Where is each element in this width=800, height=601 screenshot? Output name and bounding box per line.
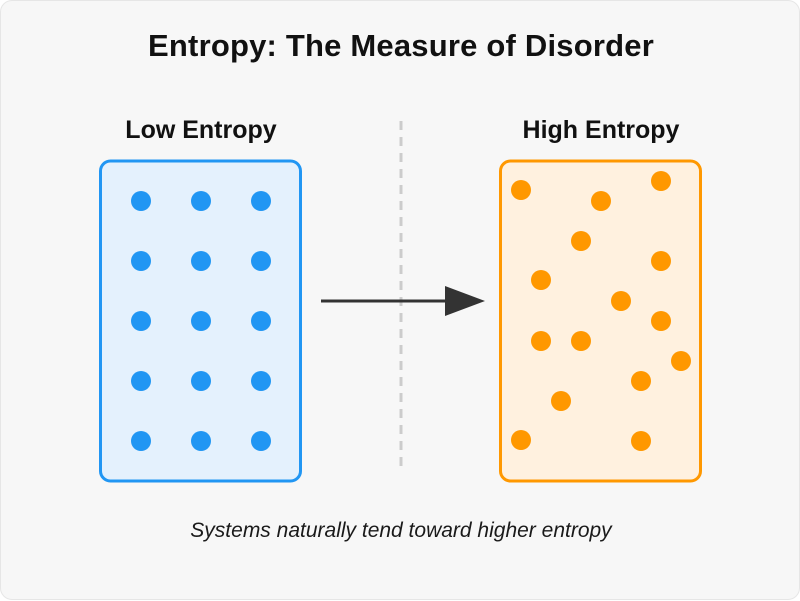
scattered-particle — [531, 270, 551, 290]
ordered-particle — [191, 251, 211, 271]
scattered-particle — [571, 231, 591, 251]
ordered-particle — [251, 371, 271, 391]
ordered-particle — [131, 311, 151, 331]
low-entropy-label: Low Entropy — [125, 116, 277, 144]
scattered-particle — [651, 171, 671, 191]
scattered-particle — [631, 431, 651, 451]
diagram-title: Entropy: The Measure of Disorder — [148, 28, 654, 63]
high-entropy-container — [499, 159, 702, 483]
ordered-particle — [131, 431, 151, 451]
scattered-particle — [631, 371, 651, 391]
scattered-particle — [651, 251, 671, 271]
scattered-particle — [531, 331, 551, 351]
ordered-particle — [131, 251, 151, 271]
arrow-head — [445, 286, 485, 316]
low-entropy-particles — [131, 191, 271, 451]
ordered-particle — [131, 191, 151, 211]
ordered-particle — [251, 251, 271, 271]
scattered-particle — [651, 311, 671, 331]
transition-arrow — [321, 286, 485, 316]
ordered-particle — [191, 371, 211, 391]
scattered-particle — [571, 331, 591, 351]
ordered-particle — [251, 311, 271, 331]
high-entropy-particles — [511, 171, 691, 451]
scattered-particle — [591, 191, 611, 211]
scattered-particle — [511, 430, 531, 450]
ordered-particle — [131, 371, 151, 391]
high-entropy-label: High Entropy — [522, 116, 680, 144]
scattered-particle — [551, 391, 571, 411]
scattered-particle — [511, 180, 531, 200]
ordered-particle — [251, 431, 271, 451]
scattered-particle — [671, 351, 691, 371]
ordered-particle — [191, 311, 211, 331]
scattered-particle — [611, 291, 631, 311]
caption: Systems naturally tend toward higher ent… — [190, 519, 612, 542]
ordered-particle — [251, 191, 271, 211]
ordered-particle — [191, 431, 211, 451]
ordered-particle — [191, 191, 211, 211]
